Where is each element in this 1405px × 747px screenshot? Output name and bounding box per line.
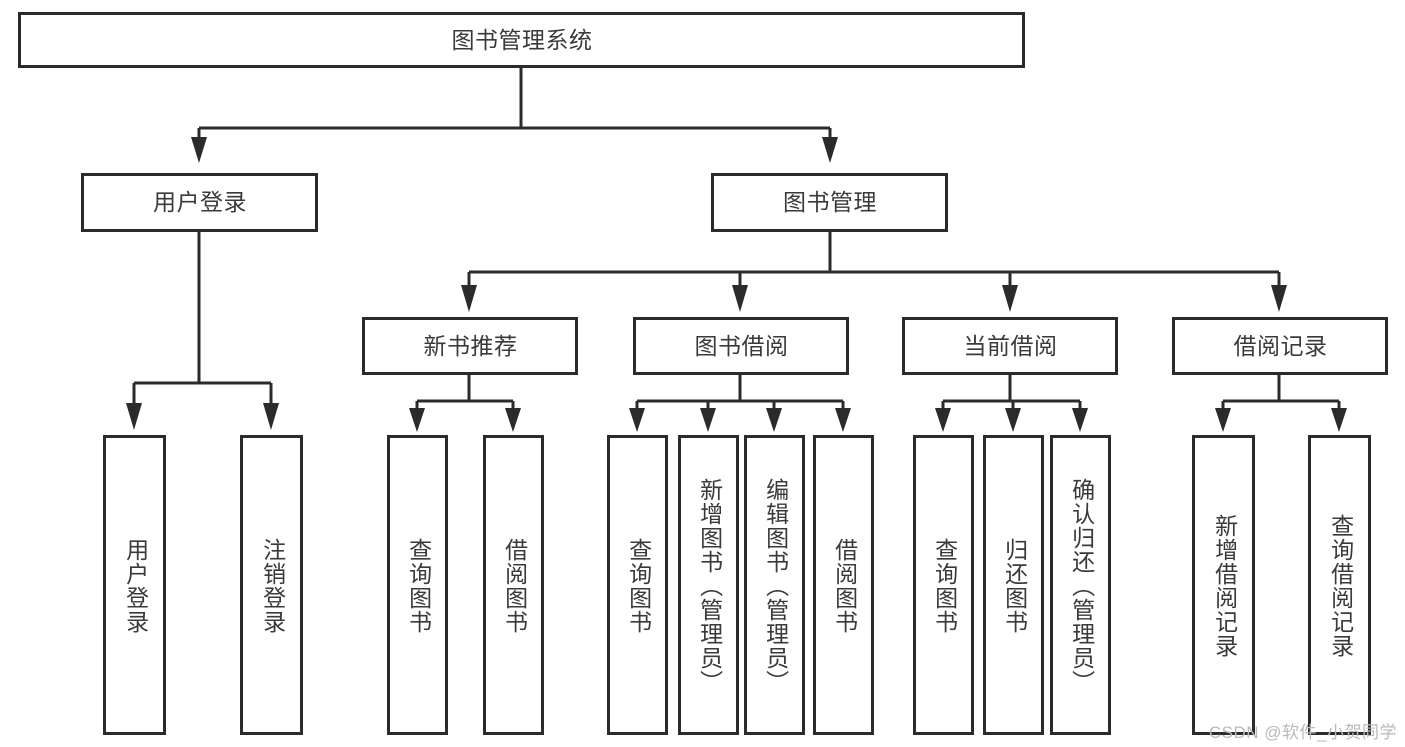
node-box-new-book-recommend[interactable] — [362, 317, 578, 375]
node-box-root[interactable] — [18, 12, 1025, 68]
node-box-book-borrow[interactable] — [633, 317, 849, 375]
node-box-book-management[interactable] — [711, 173, 948, 232]
arrowhead-to-leaf-query-book-2 — [629, 408, 645, 432]
arrowhead-to-leaf-add-book — [700, 408, 716, 432]
arrowhead-to-leaf-logout-login — [263, 403, 279, 430]
node-box-leaf-borrow-book-1[interactable] — [483, 435, 544, 735]
arrowhead-to-leaf-confirm-return — [1072, 408, 1088, 432]
node-box-leaf-user-login[interactable] — [103, 435, 166, 735]
arrowhead-to-current-borrow — [1002, 285, 1018, 312]
arrowhead-to-leaf-query-book-1 — [409, 408, 425, 432]
node-box-leaf-add-borrow-record[interactable] — [1192, 435, 1255, 735]
node-box-leaf-borrow-book-2[interactable] — [813, 435, 874, 735]
node-box-leaf-return-book[interactable] — [983, 435, 1044, 735]
node-box-leaf-query-book-1[interactable] — [387, 435, 448, 735]
arrowhead-root-to-book-management — [822, 137, 838, 163]
arrowhead-to-leaf-user-login — [126, 403, 142, 430]
node-box-borrow-record[interactable] — [1172, 317, 1388, 375]
node-box-leaf-query-borrow-record[interactable] — [1308, 435, 1371, 735]
node-box-leaf-edit-book[interactable] — [744, 435, 805, 735]
arrowhead-to-leaf-edit-book — [766, 408, 782, 432]
arrowhead-to-book-borrow — [732, 285, 748, 312]
node-box-user-login[interactable] — [81, 173, 318, 232]
arrowhead-root-to-user-login — [191, 137, 207, 163]
csdn-watermark: CSDN @软件_小贺同学 — [1208, 723, 1397, 742]
arrowhead-to-leaf-query-book-3 — [935, 408, 951, 432]
node-box-leaf-query-book-2[interactable] — [607, 435, 668, 735]
node-box-leaf-logout-login[interactable] — [240, 435, 303, 735]
arrowhead-to-borrow-record — [1271, 285, 1287, 312]
arrowhead-to-leaf-borrow-book-1 — [505, 408, 521, 432]
arrowhead-to-leaf-return-book — [1005, 408, 1021, 432]
node-box-leaf-query-book-3[interactable] — [913, 435, 974, 735]
node-box-leaf-confirm-return[interactable] — [1050, 435, 1111, 735]
arrowhead-to-leaf-add-borrow-record — [1215, 408, 1231, 432]
arrowhead-to-leaf-query-borrow-record — [1331, 408, 1347, 432]
arrowhead-to-new-book-recommend — [461, 285, 477, 312]
node-box-leaf-add-book[interactable] — [678, 435, 739, 735]
arrowhead-to-leaf-borrow-book-2 — [835, 408, 851, 432]
node-box-current-borrow[interactable] — [902, 317, 1118, 375]
